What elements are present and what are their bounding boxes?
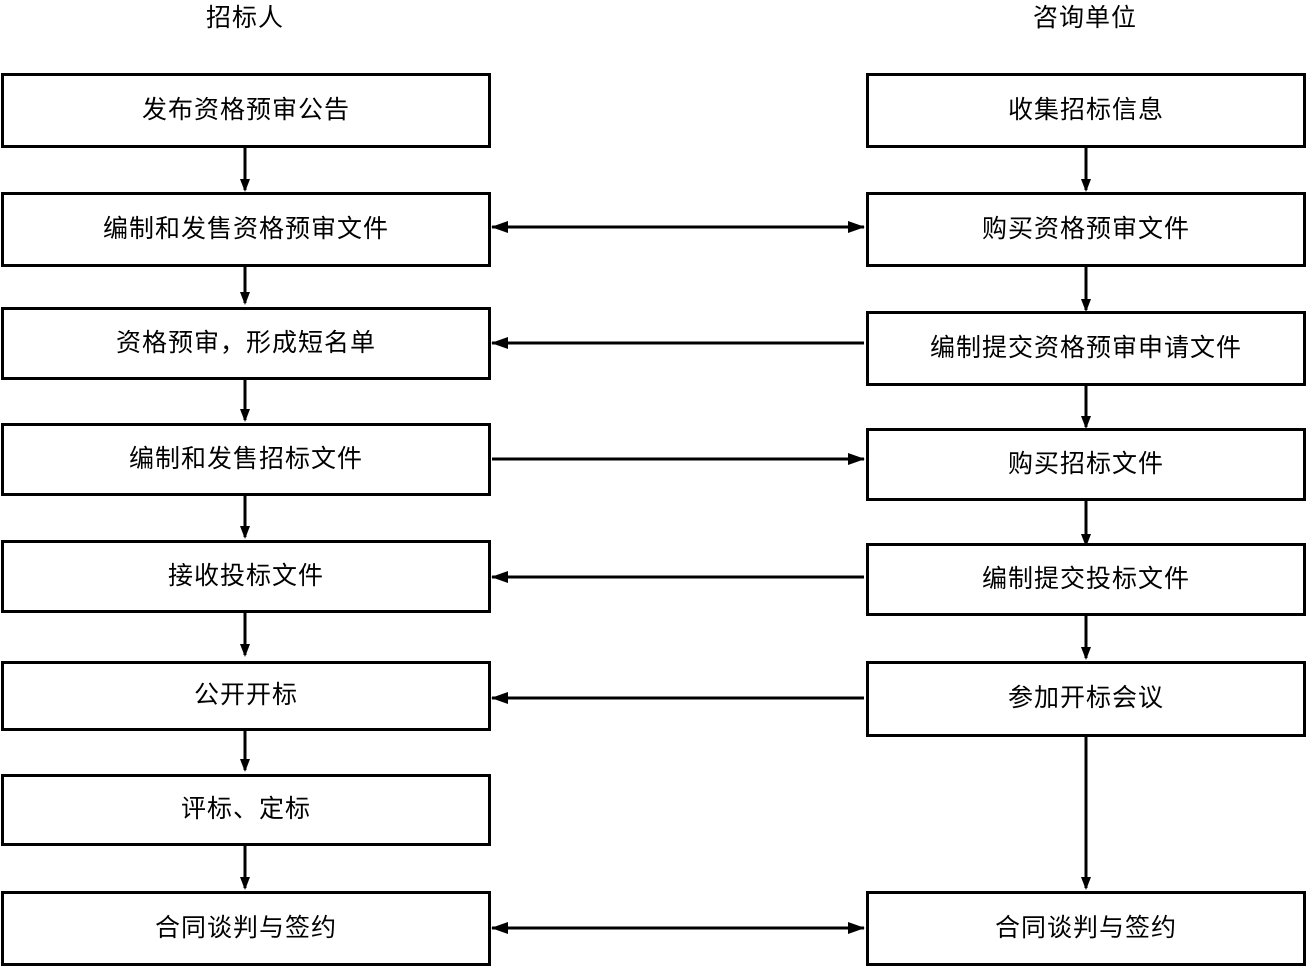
node-prequalification-shortlist[interactable]: 资格预审，形成短名单 (1, 307, 491, 380)
node-purchase-prequalification-documents[interactable]: 购买资格预审文件 (866, 192, 1306, 267)
node-label: 编制和发售资格预审文件 (102, 215, 389, 243)
node-label: 收集招标信息 (1007, 96, 1164, 124)
node-publish-prequalification-announcement[interactable]: 发布资格预审公告 (1, 73, 491, 148)
node-label: 编制和发售招标文件 (128, 445, 363, 473)
node-contract-negotiation-and-signing-right[interactable]: 合同谈判与签约 (866, 891, 1306, 966)
column-header-right: 咨询单位 (1032, 5, 1137, 32)
node-label: 合同谈判与签约 (994, 914, 1177, 942)
node-label: 编制提交投标文件 (981, 565, 1190, 593)
node-label: 参加开标会议 (1007, 685, 1164, 712)
node-prepare-submit-bid-documents[interactable]: 编制提交投标文件 (866, 543, 1306, 616)
node-label: 接收投标文件 (167, 562, 324, 590)
node-label: 评标、定标 (180, 796, 311, 823)
node-prepare-and-sell-bidding-documents[interactable]: 编制和发售招标文件 (1, 423, 491, 496)
node-label: 合同谈判与签约 (154, 914, 337, 942)
node-public-bid-opening[interactable]: 公开开标 (1, 661, 491, 731)
node-label: 购买招标文件 (1007, 450, 1164, 478)
node-label: 发布资格预审公告 (141, 96, 350, 124)
node-attend-bid-opening-meeting[interactable]: 参加开标会议 (866, 661, 1306, 737)
node-label: 公开开标 (193, 682, 298, 709)
node-label: 资格预审，形成短名单 (115, 329, 376, 357)
node-receive-bid-documents[interactable]: 接收投标文件 (1, 540, 491, 613)
cross-connectors (491, 221, 865, 934)
node-collect-bidding-information[interactable]: 收集招标信息 (866, 73, 1306, 148)
node-bid-evaluation-and-award[interactable]: 评标、定标 (1, 774, 491, 846)
node-prepare-and-sell-prequalification-documents[interactable]: 编制和发售资格预审文件 (1, 192, 491, 267)
node-label: 编制提交资格预审申请文件 (929, 334, 1242, 362)
node-label: 购买资格预审文件 (981, 215, 1190, 243)
node-prepare-submit-prequalification-application[interactable]: 编制提交资格预审申请文件 (866, 311, 1306, 386)
column-header-left: 招标人 (205, 5, 284, 32)
node-purchase-bidding-documents[interactable]: 购买招标文件 (866, 428, 1306, 501)
node-contract-negotiation-and-signing-left[interactable]: 合同谈判与签约 (1, 891, 491, 966)
